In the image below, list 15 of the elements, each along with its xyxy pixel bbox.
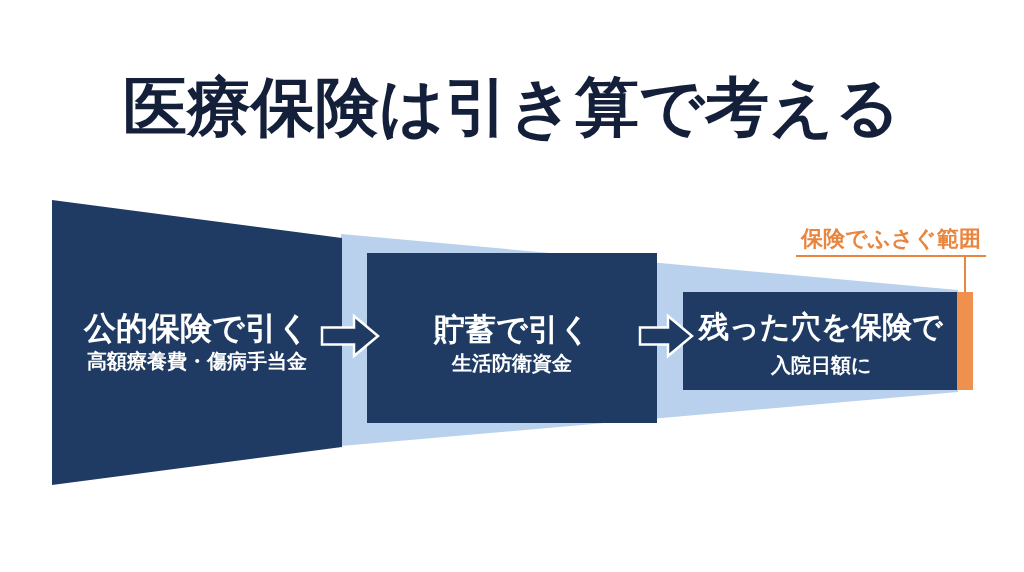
block-arrow: [638, 313, 694, 359]
step-detail: 高額療養費・傷病手当金: [87, 350, 307, 373]
step-block: [367, 253, 657, 423]
step-heading: 貯蓄で引く: [433, 312, 591, 348]
step-detail: 生活防衛資金: [452, 352, 572, 375]
block-arrow: [320, 313, 380, 359]
title: 医療保険は引き算で考える: [123, 72, 901, 143]
step-heading: 公的保険で引く: [84, 310, 310, 347]
step-heading: 残った穴を保険で: [698, 310, 943, 345]
step-detail: 入院日額に: [770, 354, 871, 377]
funnel-block: [52, 200, 342, 485]
callout-label: 保険でふさぐ範囲: [796, 224, 986, 257]
leader-line: [964, 256, 966, 293]
step-block: [683, 292, 958, 390]
coverage-bar: [957, 292, 973, 390]
